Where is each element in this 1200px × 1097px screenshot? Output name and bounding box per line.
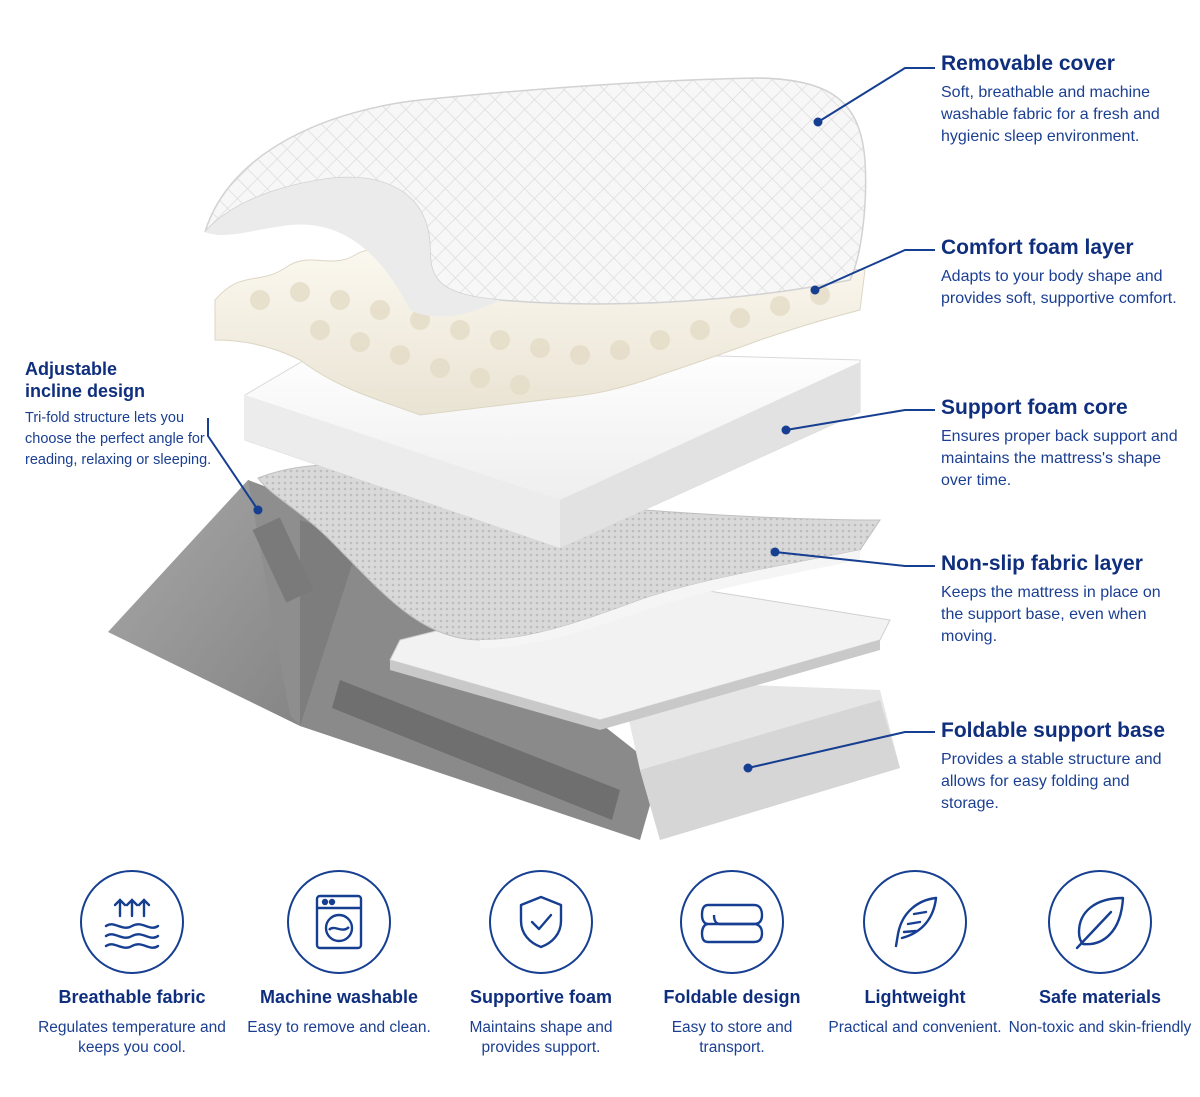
mattress-layers-illustration: [108, 67, 935, 840]
callout-title: Foldable support base: [941, 719, 1166, 742]
callout-text: Provides a stable structure and allows f…: [941, 751, 1162, 812]
callout-text: Keeps the mattress in place on the suppo…: [941, 584, 1161, 645]
feature-title: Lightweight: [864, 987, 966, 1007]
feature-title: Breathable fabric: [58, 987, 206, 1007]
callout-removable-cover: Removable cover Soft, breathable and mac…: [941, 52, 1171, 148]
callout-title: Removable cover: [941, 52, 1115, 75]
callout-adjustable-incline: Adjustable incline design Tri-fold struc…: [25, 358, 215, 471]
feature-title: Supportive foam: [469, 987, 612, 1007]
leader-dots: [253, 117, 823, 773]
feature-foldable: Foldable design Easy to store and transp…: [637, 870, 827, 1058]
shield-check-icon: [489, 870, 593, 974]
callout-title: Support foam core: [941, 396, 1128, 419]
callout-title: Comfort foam layer: [941, 236, 1134, 259]
feature-safe-materials: Safe materials Non-toxic and skin-friend…: [1005, 870, 1195, 1038]
callout-text: Tri-fold structure lets you choose the p…: [25, 410, 212, 468]
feature-title: Safe materials: [1038, 987, 1162, 1007]
feature-lightweight: Lightweight Practical and convenient.: [820, 870, 1010, 1038]
breathable-icon: [80, 870, 184, 974]
callout-foldable-base: Foldable support base Provides a stable …: [941, 719, 1186, 815]
feather-icon: [863, 870, 967, 974]
feature-title: Machine washable: [259, 987, 419, 1007]
feature-text: Easy to remove and clean.: [247, 1019, 431, 1036]
feature-breathable: Breathable fabric Regulates temperature …: [37, 870, 227, 1058]
callout-text: Soft, breathable and machine washable fa…: [941, 84, 1160, 145]
feature-text: Maintains shape and provides support.: [469, 1019, 613, 1056]
feature-supportive-foam: Supportive foam Maintains shape and prov…: [446, 870, 636, 1058]
washing-machine-icon: [287, 870, 391, 974]
feature-text: Easy to store and transport.: [671, 1019, 793, 1056]
feature-text: Regulates temperature and keeps you cool…: [38, 1019, 226, 1056]
feature-text: Non-toxic and skin-friendly: [1008, 1019, 1192, 1036]
feature-text: Practical and convenient.: [828, 1019, 1002, 1036]
callout-title: Non-slip fabric layer: [941, 552, 1143, 575]
folded-mattress-icon: [680, 870, 784, 974]
callout-text: Ensures proper back support and maintain…: [941, 428, 1178, 489]
callout-text: Adapts to your body shape and provides s…: [941, 268, 1177, 307]
callout-support-foam-core: Support foam core Ensures proper back su…: [941, 396, 1181, 492]
callout-title: Adjustable incline design: [25, 359, 146, 401]
leaf-icon: [1048, 870, 1152, 974]
removable-cover-shape: [204, 77, 867, 317]
leader-lines: [207, 67, 935, 769]
feature-title: Foldable design: [663, 987, 801, 1007]
feature-washable: Machine washable Easy to remove and clea…: [244, 870, 434, 1038]
callout-comfort-foam: Comfort foam layer Adapts to your body s…: [941, 236, 1181, 310]
callout-nonslip-fabric: Non-slip fabric layer Keeps the mattress…: [941, 552, 1181, 648]
